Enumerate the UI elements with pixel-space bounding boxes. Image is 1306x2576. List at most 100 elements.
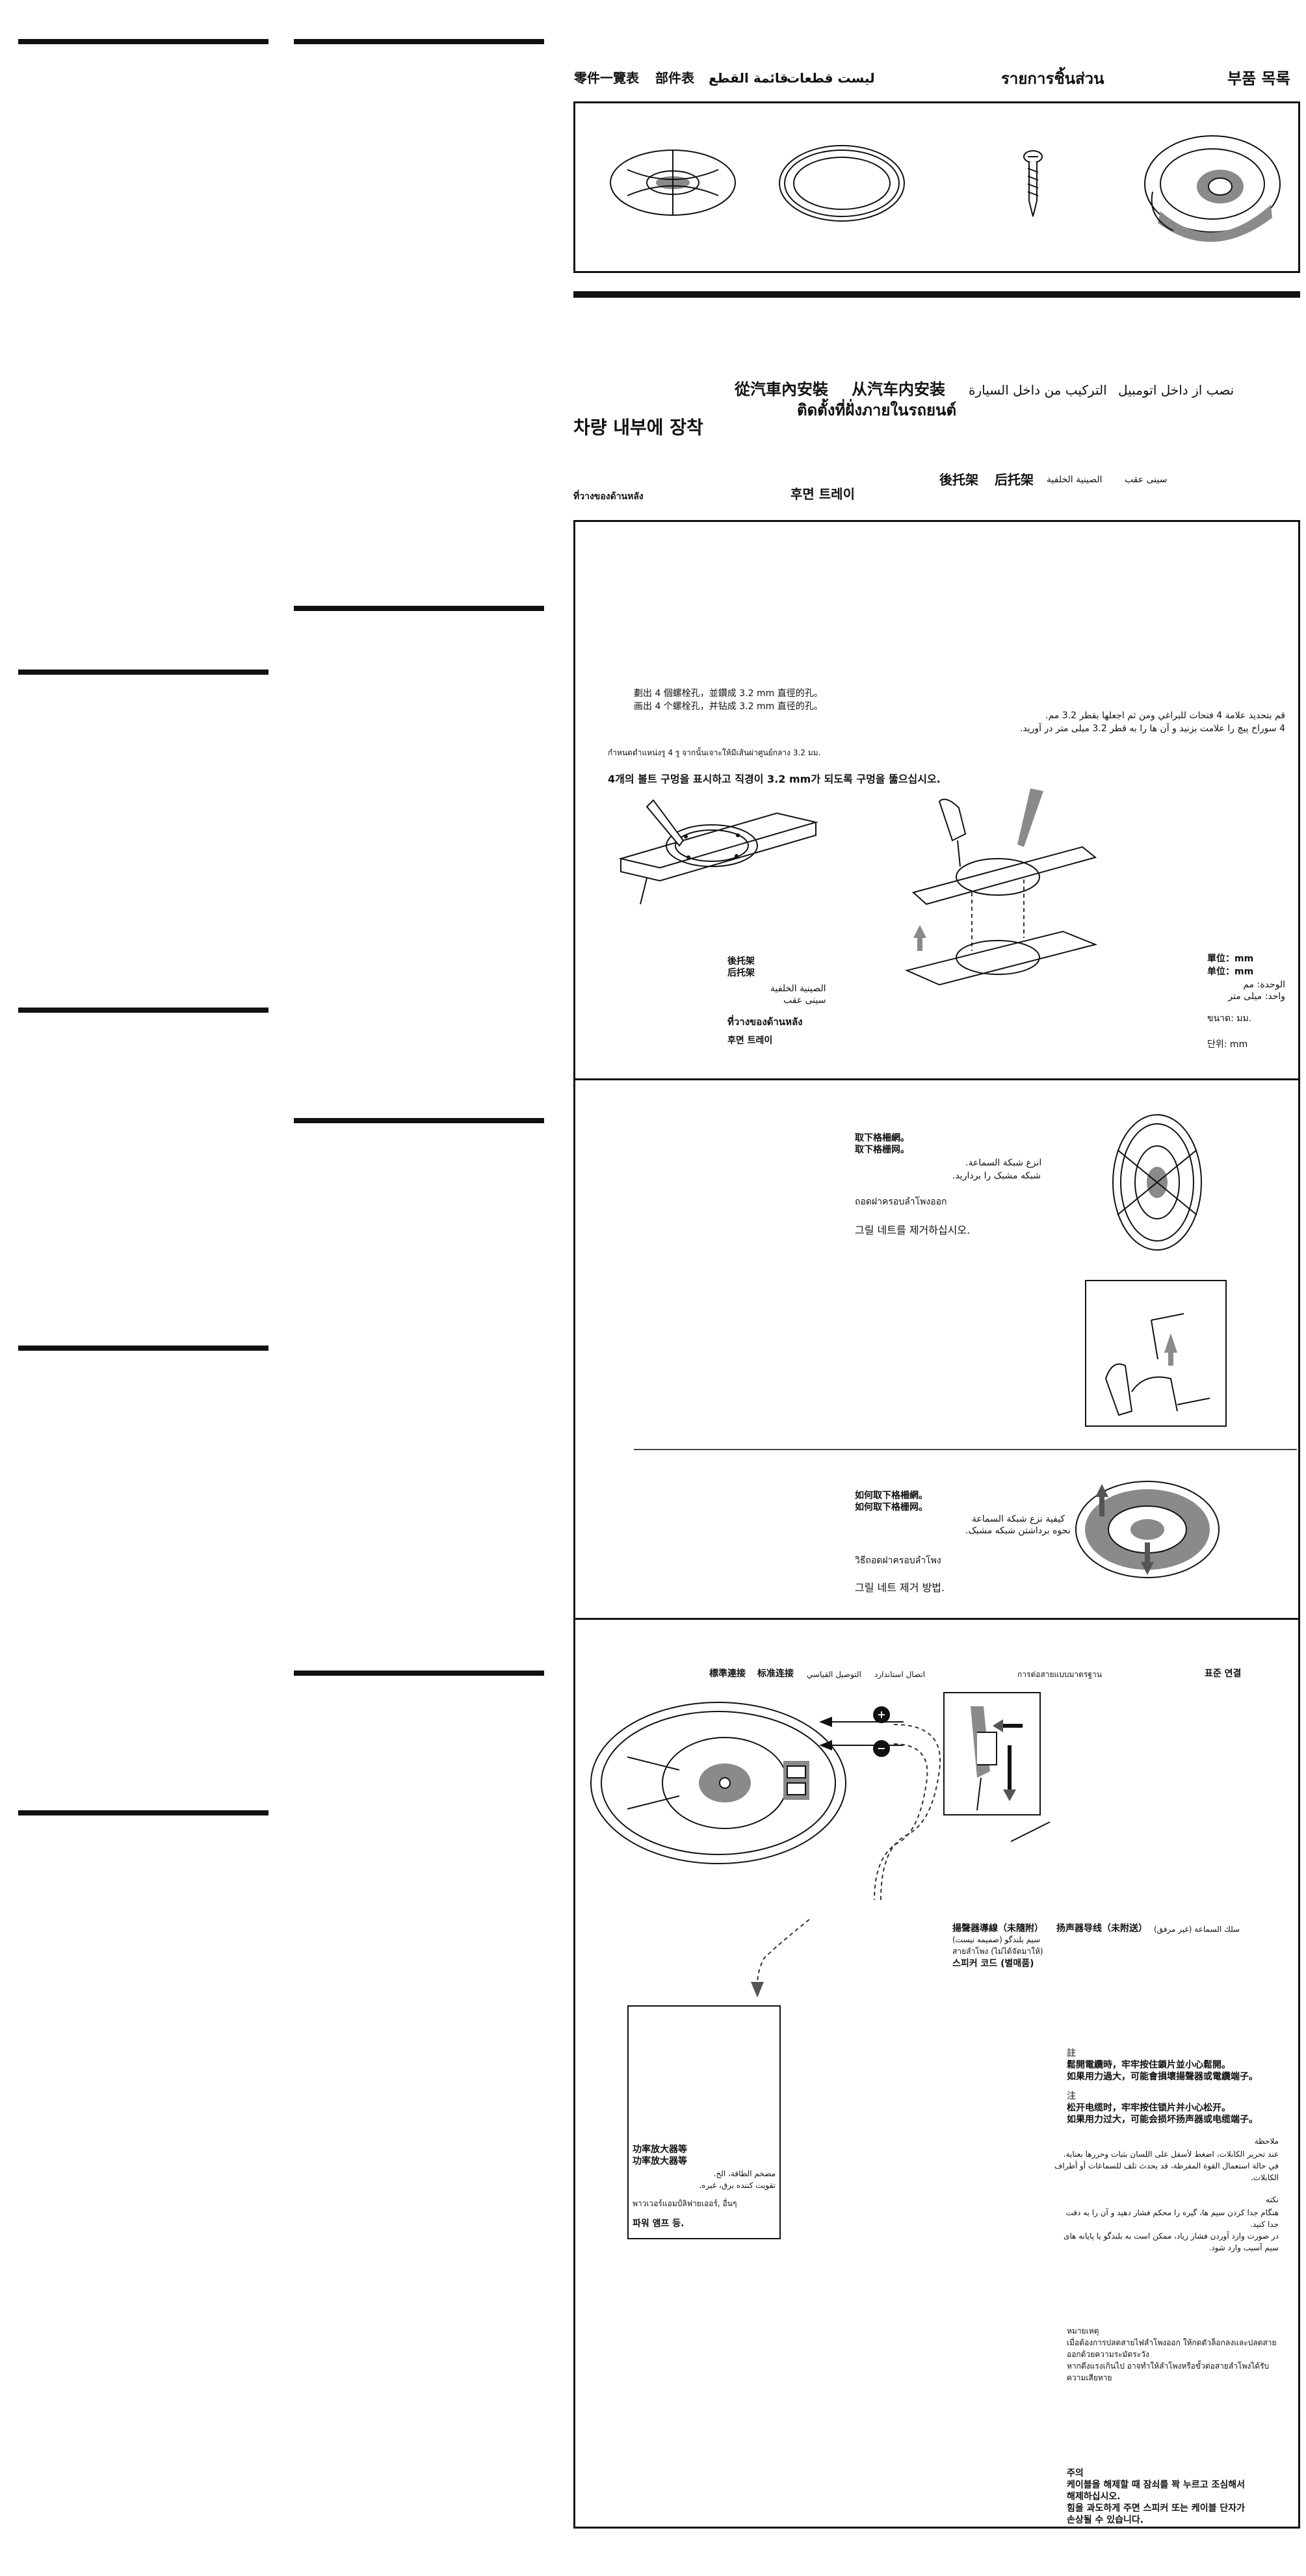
plus-terminal-badge: + xyxy=(873,1706,890,1723)
minus-terminal-badge: − xyxy=(873,1740,890,1757)
how-text-fa: نحوه برداشتن شبکه مشبک. xyxy=(965,1526,1071,1536)
amp-label-ko: 파워 앰프 등. xyxy=(633,2218,685,2229)
unit-zh-cn: 单位：mm xyxy=(1207,967,1254,977)
grille-text-th: ถอดฝาครอบลำโพงออก xyxy=(855,1197,947,1207)
grille-text-zh-cn: 取下格栅网。 xyxy=(855,1145,909,1155)
margin-rule xyxy=(294,39,544,44)
note-ko-2: 해제하십시오. xyxy=(1067,2491,1121,2502)
fig-label-zh-cn: 后托架 xyxy=(727,968,755,978)
note-title-ar: ملاحظة xyxy=(1254,2137,1279,2146)
note-ar-1: عند تحرير الكابلات، اضغط لأسفل على اللسا… xyxy=(1063,2150,1279,2159)
amp-label-fa: تقویت کننده برق، غیره. xyxy=(699,2181,776,2190)
parts-list-frame xyxy=(573,101,1300,273)
drill-text-ko: 4개의 볼트 구멍을 표시하고 직경이 3.2 mm가 되도록 구멍을 뚫으십시… xyxy=(608,773,941,785)
note-ko-3: 힘을 과도하게 주면 스피커 또는 케이블 단자가 xyxy=(1067,2503,1245,2514)
drill-text-ar: قم بتحديد علامة 4 فتحات للبراغي ومن ثم ا… xyxy=(1045,710,1285,721)
instruction-frame: 劃出 4 個螺栓孔，並鑽成 3.2 mm 直徑的孔。 画出 4 个螺栓孔，并钻成… xyxy=(573,520,1300,2529)
margin-rule xyxy=(18,1346,268,1351)
conn-heading-fa: اتصال استاندارد xyxy=(874,1670,926,1679)
margin-rule xyxy=(18,1810,268,1815)
note-fa-1: هنگام جدا کردن سیم ها، گیره را محکم فشار… xyxy=(1065,2208,1279,2217)
parts-list-heading-th: รายการชิ้นส่วน xyxy=(1001,70,1104,88)
how-text-zh-cn: 如何取下格栅网。 xyxy=(855,1502,928,1513)
amp-label-zh-cn: 功率放大器等 xyxy=(633,2156,687,2166)
drill-text-fa: 4 سوراخ پیچ را علامت بزنید و آن ها را به… xyxy=(1019,723,1285,734)
note-ko-1: 케이블을 해제할 때 잠쇠를 꽉 누르고 조심해서 xyxy=(1067,2480,1245,2490)
note-title-ko: 주의 xyxy=(1067,2468,1084,2478)
cord-label-ar: سلك السماعة (غير مرفق) xyxy=(1154,1925,1240,1934)
grille-speaker-figure xyxy=(1108,1111,1206,1254)
install-heading-zh-cn: 从汽车内安装 xyxy=(852,380,945,398)
install-heading-zh-tw: 從汽車內安裝 xyxy=(735,380,828,398)
cord-label-ko: 스피커 코드 (별매품) xyxy=(952,1958,1034,1969)
install-heading-ar: التركيب من داخل السيارة xyxy=(969,382,1107,398)
note-zh-cn-2: 如果用力过大，可能会损坏扬声器或电缆端子。 xyxy=(1067,2114,1258,2125)
tray-marking-figure xyxy=(618,799,818,917)
grille-removal-figure xyxy=(1069,1471,1225,1588)
note-fa-2: جدا کنید. xyxy=(1250,2220,1279,2229)
note-zh-tw-2: 如果用力過大，可能會損壞揚聲器或電纜端子。 xyxy=(1067,2072,1258,2082)
fig-label-ar: الصينية الخلفية xyxy=(770,983,826,994)
step-divider xyxy=(575,1078,1298,1080)
conn-heading-ko: 표준 연결 xyxy=(1205,1669,1242,1679)
speaker-cord-path xyxy=(874,1718,972,1901)
section-rule xyxy=(573,291,1300,298)
note-zh-tw-1: 鬆開電纜時，牢牢按住鎖片並小心鬆開。 xyxy=(1067,2060,1231,2070)
screw-icon xyxy=(1021,149,1045,220)
conn-heading-zh-tw: 標準連接 xyxy=(709,1669,746,1679)
amp-label-zh-tw: 功率放大器等 xyxy=(633,2144,687,2155)
rear-tray-heading-zh-cn: 后托架 xyxy=(995,472,1034,488)
rear-tray-heading-th: ที่วางของด้านหลัง xyxy=(573,491,644,502)
how-text-ar: كيفية نزع شبكة السماعة xyxy=(972,1514,1065,1524)
margin-rule xyxy=(18,670,268,675)
grille-text-ar: انزع شبكة السماعة. xyxy=(965,1158,1042,1168)
grille-text-fa: شبکه مشبک را بردارید. xyxy=(952,1171,1041,1181)
spacer-ring-icon xyxy=(777,141,907,226)
parts-list-heading-ko: 부품 목록 xyxy=(1227,70,1290,88)
grille-text-zh-tw: 取下格柵網。 xyxy=(855,1133,909,1143)
cord-label-zh-cn: 扬声器导线（未附送） xyxy=(1056,1923,1147,1934)
rear-tray-heading-ar: الصينية الخلفية xyxy=(1047,475,1103,485)
unit-ar: الوحدة: مم xyxy=(1243,980,1285,990)
drill-text-th: กำหนดตำแหน่งรู 4 รู จากนั้นเจาะให้มีเส้น… xyxy=(608,748,821,757)
amplifier-box: 功率放大器等 功率放大器等 مضخم الطاقة، الخ. تقویت کن… xyxy=(627,2005,781,2239)
unit-zh-tw: 單位：mm xyxy=(1207,954,1254,964)
rear-tray-heading-fa: سینی عقب xyxy=(1125,475,1168,485)
note-fa-4: سیم آسیب وارد شود. xyxy=(1208,2243,1279,2252)
note-title-zh-tw: 註 xyxy=(1067,2048,1076,2059)
margin-rule xyxy=(294,1118,544,1123)
how-text-th: วิธีถอดฝาครอบลำโพง xyxy=(855,1555,941,1566)
grille-text-ko: 그릴 네트를 제거하십시오. xyxy=(855,1224,971,1236)
drill-text-zh-tw: 劃出 4 個螺栓孔，並鑽成 3.2 mm 直徑的孔。 xyxy=(634,688,823,699)
note-zh-cn-1: 松开电缆时，牢牢按住锁片并小心松开。 xyxy=(1067,2103,1231,2113)
note-title-th: หมายเหตุ xyxy=(1067,2326,1099,2335)
how-text-zh-tw: 如何取下格柵網。 xyxy=(855,1490,928,1501)
note-ko-4: 손상될 수 있습니다. xyxy=(1067,2515,1144,2525)
note-fa-3: در صورت وارد آوردن فشار زیاد، ممکن است ب… xyxy=(1064,2231,1279,2241)
note-th-3: หากดึงแรงเกินไป อาจทำให้ลำโพงหรือขั้วต่อ… xyxy=(1067,2361,1270,2371)
amp-label-ar: مضخم الطاقة، الخ. xyxy=(713,2169,776,2178)
fig-label-zh-tw: 後托架 xyxy=(727,956,755,967)
note-title-zh-cn: 注 xyxy=(1067,2091,1076,2101)
parts-list-heading-fa: لیست قطعات xyxy=(787,70,875,86)
cord-label-zh-tw: 揚聲器導線（未隨附） xyxy=(952,1923,1043,1934)
step-divider xyxy=(575,1618,1298,1620)
rear-tray-heading-zh-tw: 後托架 xyxy=(939,472,978,488)
how-text-ko: 그릴 네트 제거 방법. xyxy=(855,1581,945,1594)
drilling-figure xyxy=(900,788,1098,1003)
margin-rule xyxy=(294,1671,544,1676)
margin-rule xyxy=(18,1008,268,1013)
cover-plate-icon xyxy=(608,144,738,222)
unit-fa: واحد: میلی متر xyxy=(1228,991,1285,1002)
install-heading-fa: نصب از داخل اتومبیل xyxy=(1118,382,1234,398)
grille-detail-inset xyxy=(1085,1280,1227,1427)
amp-label-th: พาวเวอร์แอมป์ลิฟายเออร์, อื่นๆ xyxy=(633,2199,737,2208)
drill-text-zh-cn: 画出 4 个螺栓孔，并钻成 3.2 mm 直径的孔。 xyxy=(634,701,823,712)
install-heading-th: ติดตั้งที่ฝั่งภายในรถยนต์ xyxy=(797,401,957,419)
parts-list-heading-zh-cn: 部件表 xyxy=(655,70,694,86)
margin-rule xyxy=(294,606,544,611)
speaker-rear-figure xyxy=(588,1698,861,1867)
note-ar-3: الكابلات. xyxy=(1251,2173,1279,2182)
margin-rule xyxy=(18,39,268,44)
cord-down-arrow xyxy=(699,1919,816,2004)
